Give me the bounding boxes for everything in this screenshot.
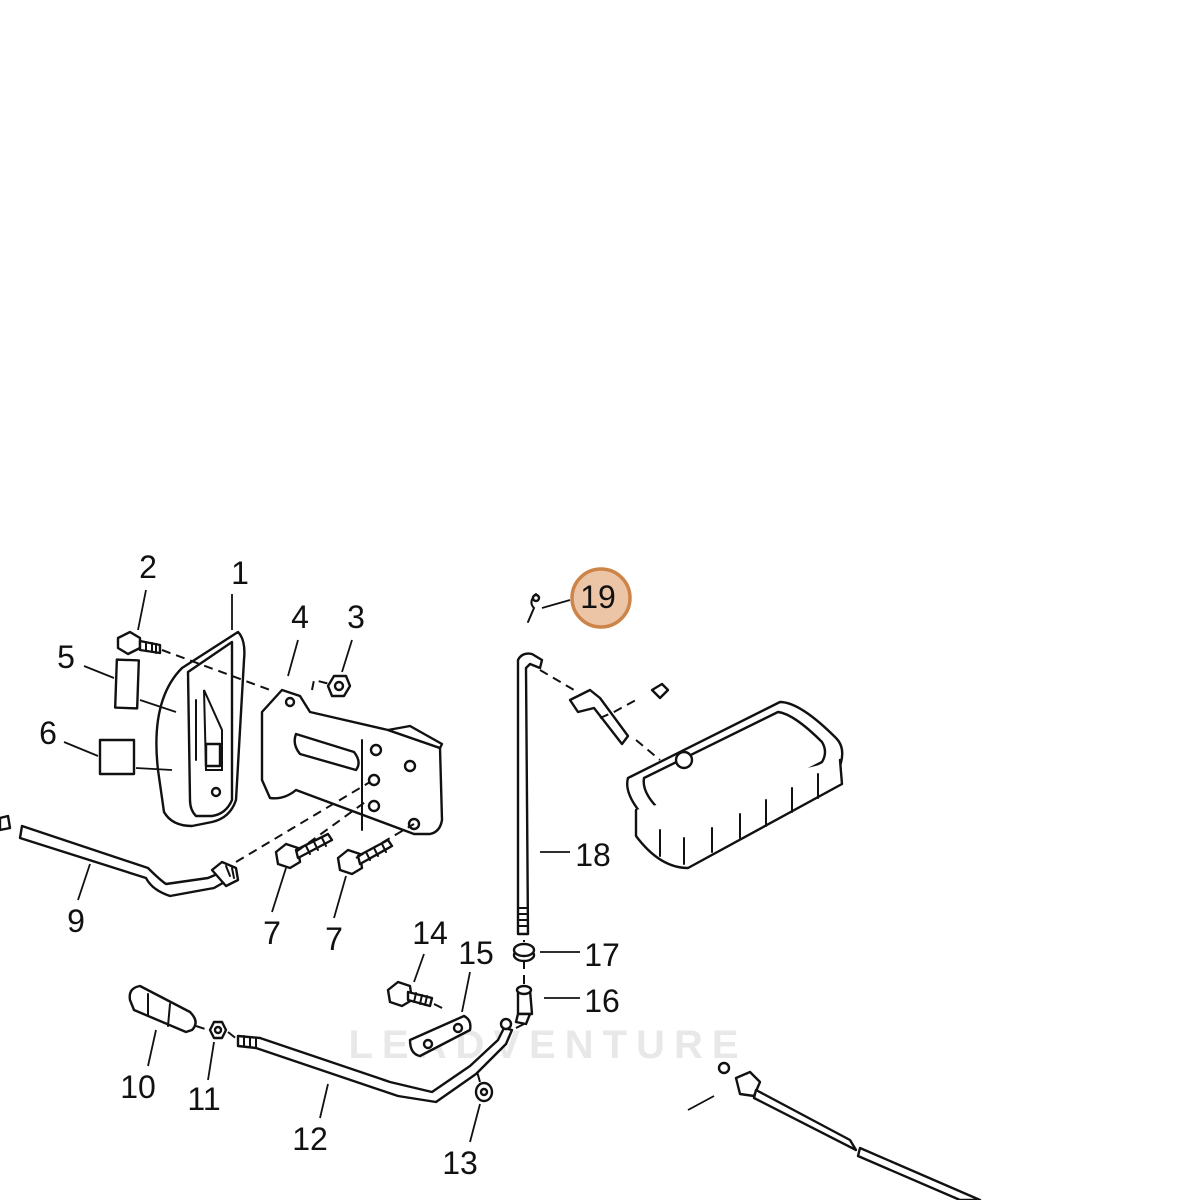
part-7-bolt-right bbox=[336, 838, 394, 876]
assembly-lines bbox=[161, 649, 661, 1083]
part-10-knob bbox=[128, 984, 197, 1034]
callout-10: 10 bbox=[120, 1069, 156, 1105]
callout-9: 9 bbox=[67, 903, 85, 939]
callout-17: 17 bbox=[584, 937, 620, 973]
callout-4: 4 bbox=[291, 599, 309, 635]
callout-3: 3 bbox=[347, 599, 365, 635]
part-19-pin bbox=[527, 593, 541, 623]
rear-handle-assembly bbox=[568, 682, 844, 870]
part-6-decal bbox=[98, 738, 136, 776]
part-15-plate bbox=[408, 1014, 472, 1058]
part-16-joint bbox=[514, 984, 534, 1026]
leader-lines bbox=[63, 589, 580, 1143]
callout-14: 14 bbox=[412, 915, 448, 951]
part-9-rod bbox=[0, 814, 240, 898]
part-19-highlight-circle bbox=[570, 567, 632, 629]
callout-12: 12 bbox=[292, 1121, 328, 1157]
part-7-bolt-left bbox=[274, 832, 334, 870]
part-3-nut bbox=[326, 674, 352, 698]
callout-1: 1 bbox=[231, 555, 249, 591]
callout-7a: 7 bbox=[263, 915, 281, 951]
callout-5: 5 bbox=[57, 639, 75, 675]
callout-15: 15 bbox=[458, 935, 494, 971]
part-18-vertical-rod bbox=[516, 652, 544, 936]
callout-18: 18 bbox=[575, 837, 611, 873]
part-14-bolt bbox=[386, 980, 434, 1008]
watermark-text: LEADVENTURE bbox=[348, 1023, 747, 1067]
callout-11: 11 bbox=[187, 1081, 220, 1117]
callout-13: 13 bbox=[442, 1145, 478, 1181]
part-13-washer bbox=[474, 1081, 494, 1103]
part-17-grommet bbox=[512, 942, 536, 963]
part-12-link-rod bbox=[236, 1017, 514, 1104]
callout-labels: 1 2 3 4 5 6 7 7 9 10 11 12 13 14 15 16 1… bbox=[39, 549, 620, 1181]
callout-19: 19 bbox=[580, 579, 616, 615]
part-11-nut bbox=[208, 1020, 228, 1040]
callout-2: 2 bbox=[139, 549, 157, 585]
throttle-cable bbox=[687, 1061, 982, 1200]
part-2-bolt bbox=[116, 630, 162, 656]
part-1-handle-body bbox=[155, 630, 246, 828]
callout-16: 16 bbox=[584, 983, 620, 1019]
callout-6: 6 bbox=[39, 715, 57, 751]
callout-7b: 7 bbox=[325, 921, 343, 957]
part-5-decal bbox=[113, 658, 141, 710]
part-4-bracket bbox=[260, 688, 444, 836]
